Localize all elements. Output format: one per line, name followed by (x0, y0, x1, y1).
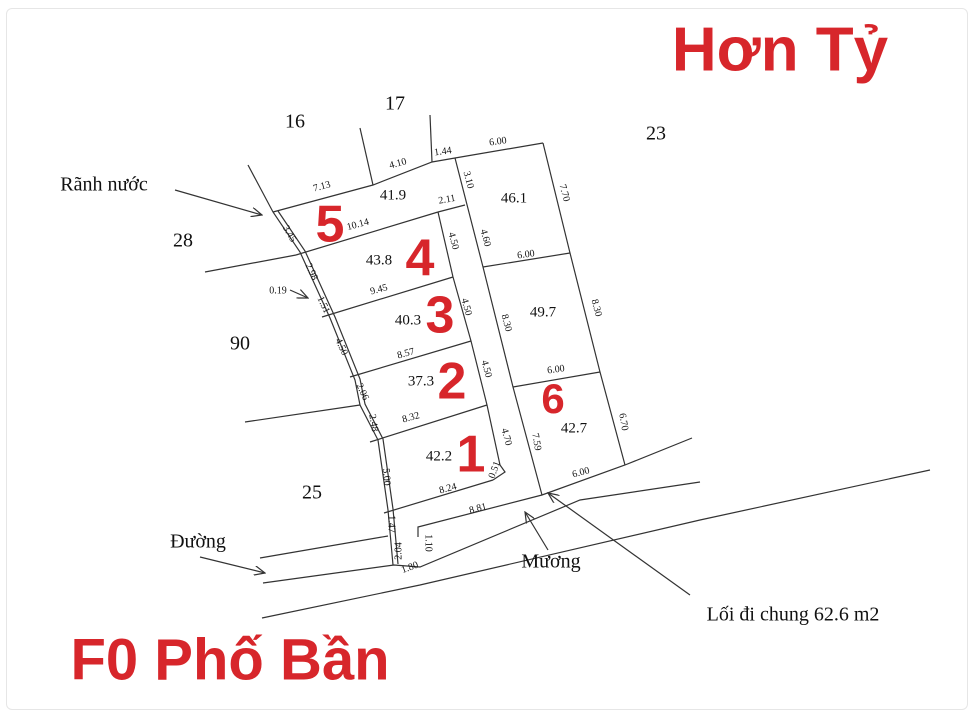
dim-label: 3.10 (461, 170, 476, 190)
dim-label: 4.50 (446, 231, 461, 251)
dim-label: 1.80 (400, 560, 420, 576)
dim-label: 4.50 (479, 359, 494, 379)
neighbor-28: 28 (173, 230, 193, 252)
image-frame (6, 8, 968, 710)
dim-label: 7.59 (529, 432, 543, 451)
dim-label: 4.50 (459, 297, 474, 317)
dim-label: 1.44 (434, 145, 453, 158)
dim-label: 9.45 (369, 282, 389, 297)
lot-number-4: 4 (406, 230, 435, 288)
neighbor-16: 16 (285, 111, 305, 133)
dim-label: 8.30 (499, 313, 514, 333)
dim-label: 2.04 (393, 542, 404, 560)
neighbor-labels: 16 17 23 28 90 25 Rãnh nước Đường Mương … (60, 93, 879, 626)
shared-path-label: Lối đi chung 62.6 m2 (707, 604, 880, 626)
dim-label: 4.60 (478, 228, 493, 248)
lot-3-area: 40.3 (395, 312, 421, 328)
lot-1-area: 42.2 (426, 448, 452, 464)
lot-number-3: 3 (426, 287, 455, 345)
dim-label: 0.51 (487, 460, 503, 480)
area-labels: 41.9 46.1 43.8 40.3 49.7 37.3 42.7 42.2 (366, 187, 588, 464)
area-49: 49.7 (530, 304, 557, 320)
dim-label: 3.45 (280, 224, 298, 245)
boundary-lines (204, 114, 931, 619)
dim-label: 2.11 (438, 193, 457, 207)
lot-number-2: 2 (438, 353, 467, 411)
lot-number-1: 1 (457, 426, 486, 484)
dim-label: 6.00 (517, 248, 536, 261)
lot-6-area: 42.7 (561, 420, 588, 436)
dim-label: 4.70 (499, 427, 514, 447)
dim-label: 4.10 (388, 156, 408, 171)
neighbor-25: 25 (302, 482, 322, 504)
road-label: Đường (170, 531, 226, 553)
dim-label: 8.30 (589, 298, 604, 318)
dim-label: 1.10 (423, 534, 434, 552)
dim-label: 2.06 (354, 382, 371, 403)
dim-label: 1.47 (386, 515, 397, 533)
dim-label: 8.32 (401, 410, 421, 425)
dim-label: 4.50 (333, 337, 350, 358)
location-title: F0 Phố Bần (70, 627, 389, 692)
lot-number-6: 6 (541, 375, 564, 422)
dim-label: 7.70 (557, 183, 572, 203)
dim-label: 0.19 (269, 285, 287, 296)
dim-label: 6.00 (571, 465, 591, 480)
dim-label: 7.13 (312, 179, 332, 194)
ditch-label: Rãnh nước (60, 174, 148, 196)
neighbor-90: 90 (230, 333, 250, 355)
lot-number-5: 5 (316, 196, 345, 254)
dim-label: 8.24 (438, 481, 458, 496)
pointer-arrows (174, 189, 691, 596)
neighbor-23: 23 (646, 123, 666, 145)
dim-label: 8.57 (396, 346, 416, 361)
lot-numbers: 5 4 3 2 1 6 (316, 196, 565, 484)
price-title: Hơn Tỷ (672, 15, 889, 84)
dim-label: 6.00 (547, 363, 566, 376)
dim-label: 6.00 (489, 135, 508, 148)
dim-label: 2.48 (366, 413, 380, 432)
dim-label: 1.51 (315, 295, 332, 316)
neighbor-17: 17 (385, 93, 405, 115)
area-46: 46.1 (501, 190, 527, 206)
dim-label: 8.81 (468, 501, 488, 516)
lot-2-area: 37.3 (408, 373, 434, 389)
lot-5-area: 41.9 (380, 187, 406, 203)
dim-label: 10.14 (346, 217, 371, 233)
canal-label: Mương (521, 551, 580, 573)
dimension-labels: 7.13 4.10 1.44 6.00 3.10 7.70 2.11 10.14… (269, 135, 630, 576)
dim-label: 5.00 (380, 468, 392, 486)
dim-label: 6.70 (616, 412, 630, 431)
lot-4-area: 43.8 (366, 252, 392, 268)
